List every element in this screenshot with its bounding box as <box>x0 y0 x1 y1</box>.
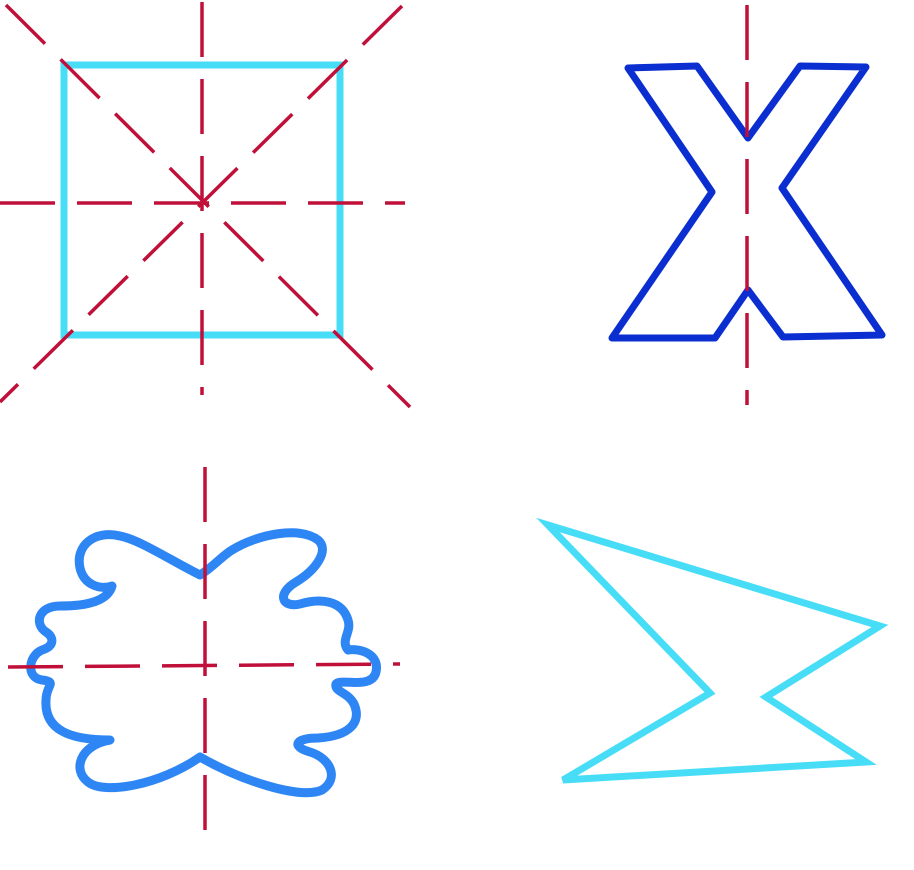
letter-x-panel <box>608 5 886 405</box>
square-panel <box>0 2 412 409</box>
square-axis-diagonal-1 <box>4 3 412 409</box>
letter-x-shape <box>608 62 886 342</box>
sigma-panel <box>536 517 889 784</box>
cloud-panel <box>7 467 401 838</box>
square-axis-diagonal-2 <box>0 4 404 404</box>
cloud-axis-horizontal <box>7 662 401 669</box>
sigma-shape <box>536 517 889 784</box>
cloud-shape <box>26 528 381 798</box>
